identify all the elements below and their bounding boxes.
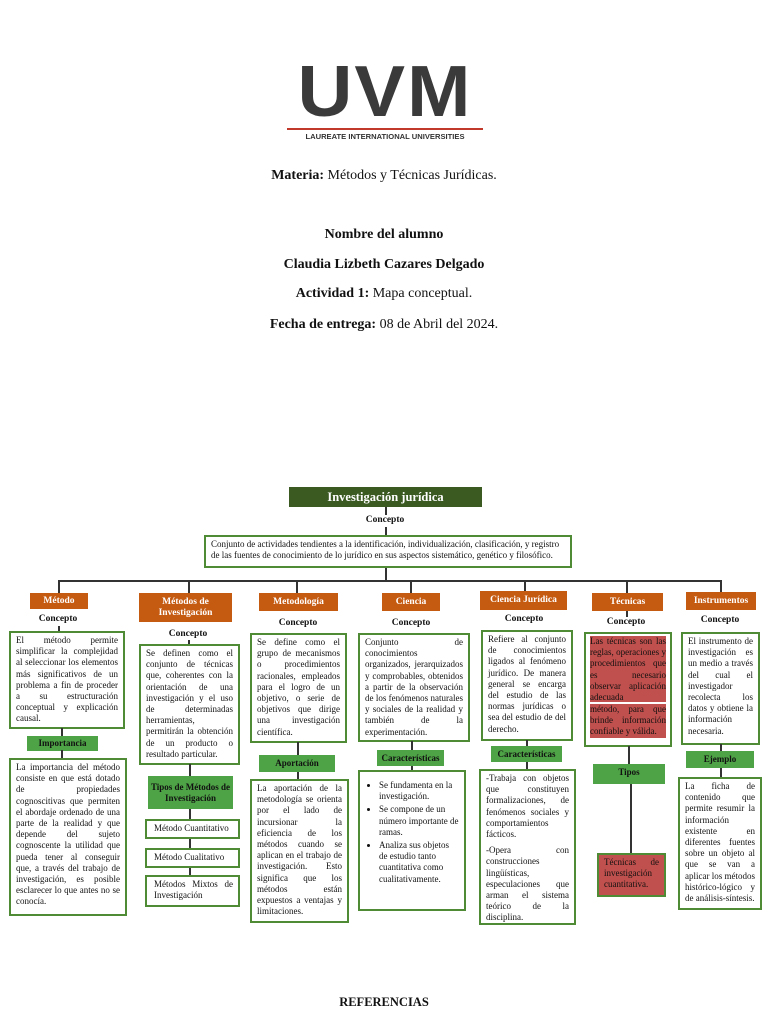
aportacion-box: La aportación de la metodología se orien…	[250, 779, 349, 923]
tecnicas-box: Las técnicas son las reglas, operaciones…	[584, 632, 672, 747]
ciencia-header: Ciencia	[382, 593, 440, 611]
fecha-value: 08 de Abril del 2024.	[379, 317, 499, 332]
connector	[188, 580, 190, 593]
ciencia-juridica-caracteristicas-box: -Trabaja con objetos que constituyen for…	[479, 769, 576, 925]
ejemplo-box: La ficha de contenido que permite resumi…	[678, 777, 762, 910]
connector	[297, 772, 299, 779]
nombre-label: Nombre del alumno	[324, 227, 444, 242]
connector	[720, 744, 722, 751]
materia-line: Materia: Métodos y Técnicas Jurídicas.	[0, 168, 768, 184]
connector	[626, 611, 628, 617]
logo-subtitle: LAUREATE INTERNATIONAL UNIVERSITIES	[305, 132, 465, 141]
tecnicas-text-highlight-2: método, para que brinde información conf…	[590, 704, 666, 738]
metodos-investigacion-box: Se definen como el conjunto de técnicas …	[139, 644, 240, 765]
concepto-label: Concepto	[38, 614, 78, 624]
instrumentos-box: El instrumento de investigación es un me…	[681, 632, 760, 745]
connector	[385, 527, 387, 535]
student-name: Claudia Lizbeth Cazares Delgado	[283, 257, 485, 272]
ejemplo-label: Ejemplo	[686, 751, 754, 768]
metodo-header: Método	[30, 593, 88, 609]
aportacion-label: Aportación	[259, 755, 335, 772]
uvm-logo: UVM LAUREATE INTERNATIONAL UNIVERSITIES	[287, 51, 483, 141]
list-item: Analiza sus objetos de estudio tanto cua…	[379, 840, 459, 885]
materia-label: Materia:	[271, 168, 325, 183]
tecnicas-text-highlight-1: Las técnicas son las reglas, operaciones…	[590, 636, 666, 703]
connector	[526, 762, 528, 769]
ciencia-juridica-header: Ciencia Jurídica	[480, 591, 567, 610]
connector	[189, 764, 191, 776]
connector	[720, 580, 722, 592]
concepto-label: Concepto	[700, 615, 740, 625]
connector	[628, 746, 630, 764]
list-item: Se compone de un número importante de ra…	[379, 804, 459, 838]
referencias-heading: REFERENCIAS	[339, 995, 429, 1009]
connector	[720, 768, 722, 777]
caracteristica-2: -Opera con construcciones lingüísticas, …	[486, 845, 569, 923]
connector	[626, 580, 628, 593]
concepto-label: Concepto	[278, 618, 318, 628]
connector	[61, 728, 63, 736]
connector-horizontal	[58, 580, 721, 582]
connector	[385, 567, 387, 581]
connector	[410, 580, 412, 593]
metodos-investigacion-header: Métodos de Investigación	[139, 593, 232, 622]
connector	[524, 580, 526, 591]
actividad-line: Actividad 1: Mapa conceptual.	[0, 286, 768, 302]
fecha-label: Fecha de entrega:	[269, 317, 377, 332]
connector	[189, 809, 191, 875]
concepto-label: Concepto	[168, 629, 208, 639]
tipos-metodos-label: Tipos de Métodos de Investigación	[148, 776, 233, 809]
caracteristicas-list: Se fundamenta en la investigación. Se co…	[365, 780, 459, 885]
concepto-label: Concepto	[365, 515, 405, 525]
metodologia-box: Se define como el grupo de mecanismos o …	[250, 633, 347, 743]
connector	[296, 580, 298, 593]
logo-text: UVM	[297, 51, 473, 132]
materia-value: Métodos y Técnicas Jurídicas.	[327, 168, 497, 183]
connector	[58, 626, 60, 632]
map-title: Investigación jurídica	[289, 487, 482, 507]
connector	[385, 507, 387, 515]
caracteristica-1: -Trabaja con objetos que constituyen for…	[486, 773, 569, 840]
tecnicas-header: Técnicas	[592, 593, 663, 611]
tipos-label: Tipos	[593, 764, 665, 784]
ciencia-juridica-box: Refiere al conjunto de conocimientos lig…	[481, 630, 573, 741]
connector	[297, 742, 299, 755]
metodo-concept-box: El método permite simplificar la complej…	[9, 631, 125, 729]
connector	[411, 741, 413, 750]
instrumentos-header: Instrumentos	[686, 592, 756, 610]
metodo-cualitativo: Método Cualitativo	[145, 848, 240, 868]
connector	[58, 580, 60, 593]
logo-underline	[287, 128, 483, 130]
actividad-label: Actividad 1:	[295, 286, 370, 301]
connector	[188, 640, 190, 645]
connector	[630, 784, 632, 853]
connector	[61, 750, 63, 758]
ciencia-caracteristicas-box: Se fundamenta en la investigación. Se co…	[358, 770, 466, 911]
concepto-label: Concepto	[606, 617, 646, 627]
fecha-line: Fecha de entrega: 08 de Abril del 2024.	[0, 317, 768, 333]
ciencia-caracteristicas-label: Características	[377, 750, 444, 766]
metodos-mixtos: Métodos Mixtos de Investigación	[145, 875, 240, 907]
list-item: Se fundamenta en la investigación.	[379, 780, 459, 802]
connector	[411, 766, 413, 771]
concepto-label: Concepto	[391, 618, 431, 628]
concepto-label: Concepto	[504, 614, 544, 624]
ciencia-box: Conjunto de conocimientos organizados, j…	[358, 633, 470, 742]
main-concept-box: Conjunto de actividades tendientes a la …	[204, 535, 572, 568]
metodo-cuantitativo: Método Cuantitativo	[145, 819, 240, 839]
metodologia-header: Metodología	[259, 593, 338, 611]
importancia-label: Importancia	[27, 736, 98, 751]
tecnicas-cuantitativa-box: Técnicas de investigación cuantitativa.	[597, 853, 666, 897]
actividad-value: Mapa conceptual.	[372, 286, 473, 301]
ciencia-juridica-caracteristicas-label: Características	[491, 746, 562, 762]
importancia-box: La importancia del método consiste en qu…	[9, 758, 127, 916]
connector	[526, 740, 528, 746]
